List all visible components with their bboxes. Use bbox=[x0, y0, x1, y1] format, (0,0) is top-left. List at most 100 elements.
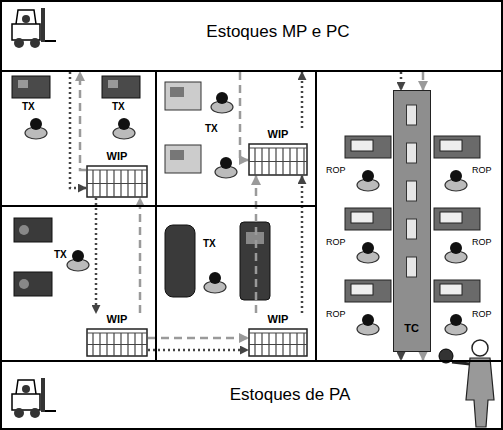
station-label: ROP bbox=[472, 237, 492, 247]
machine bbox=[170, 150, 184, 160]
bin-grid bbox=[249, 147, 307, 148]
bin-outline bbox=[87, 166, 147, 197]
machine bbox=[14, 218, 52, 242]
station-label: ROP bbox=[326, 165, 346, 175]
machine bbox=[12, 76, 50, 98]
machine bbox=[14, 272, 52, 296]
machine bbox=[165, 82, 201, 110]
stock-label: Estoques MP e PC bbox=[206, 22, 349, 42]
plant-illustration bbox=[12, 378, 56, 418]
conveyor: TC bbox=[393, 90, 431, 352]
stock-band: Estoques de PA bbox=[0, 360, 503, 430]
plant-illustration bbox=[25, 118, 47, 139]
material-flow-arrow bbox=[70, 72, 86, 188]
station-label: TX bbox=[203, 238, 216, 250]
station-label: ROP bbox=[472, 309, 492, 319]
wip-bin: WIP bbox=[248, 313, 308, 357]
conveyor-item bbox=[407, 143, 417, 163]
bin-grid bbox=[249, 161, 307, 162]
return-flow-arrow bbox=[255, 176, 258, 313]
assembly-cell: TCROPROPROPROPROPROP bbox=[315, 70, 503, 362]
machine bbox=[19, 279, 29, 289]
conveyor-item bbox=[407, 105, 417, 125]
machine bbox=[102, 76, 140, 98]
bin-grid bbox=[87, 332, 147, 333]
station-label: TX bbox=[205, 123, 218, 135]
return-flow-arrow bbox=[139, 198, 142, 313]
plant-illustration bbox=[445, 170, 467, 191]
station-label: WIP bbox=[107, 313, 128, 326]
machine bbox=[165, 82, 201, 173]
plant-illustration bbox=[113, 118, 135, 139]
plant-illustration bbox=[434, 208, 480, 230]
machine bbox=[18, 80, 28, 88]
inspector-figure bbox=[472, 340, 488, 356]
plant-illustration bbox=[445, 314, 467, 335]
station-label: ROP bbox=[326, 237, 346, 247]
plant-illustration bbox=[67, 250, 89, 271]
material-flow-arrow bbox=[400, 352, 403, 360]
bin-outline bbox=[249, 144, 307, 175]
bin-outline bbox=[87, 329, 147, 356]
conveyor-drawing bbox=[394, 91, 429, 353]
station-label: WIP bbox=[268, 313, 289, 326]
return-flow-arrow bbox=[80, 72, 86, 170]
plant-illustration bbox=[357, 242, 379, 263]
bin-grid bbox=[87, 183, 147, 184]
plant-illustration bbox=[345, 280, 391, 302]
conveyor-item bbox=[407, 257, 417, 277]
bin-grid bbox=[249, 332, 307, 333]
plant-illustration bbox=[445, 242, 467, 263]
machine bbox=[165, 225, 195, 297]
conveyor-item bbox=[407, 181, 417, 201]
bin-grid bbox=[249, 344, 307, 345]
wip-bin: WIP bbox=[86, 150, 148, 198]
machine bbox=[19, 225, 29, 235]
plant-illustration bbox=[357, 170, 379, 191]
station-label: WIP bbox=[268, 128, 289, 141]
material-flow-arrow bbox=[148, 349, 248, 352]
station-label: TX bbox=[22, 101, 35, 113]
machine bbox=[165, 222, 270, 300]
plant-illustration bbox=[345, 208, 391, 230]
machine bbox=[14, 218, 52, 296]
bin-grid bbox=[87, 344, 147, 345]
return-flow-arrow bbox=[240, 72, 248, 160]
station-label: TX bbox=[54, 249, 67, 261]
machine bbox=[170, 87, 184, 97]
material-flow-arrow bbox=[95, 198, 98, 313]
plant-illustration bbox=[204, 272, 226, 293]
inspector-figure bbox=[452, 362, 470, 364]
machine bbox=[108, 80, 118, 88]
plant-illustration bbox=[434, 280, 480, 302]
material-flow-arrow bbox=[400, 72, 403, 90]
work-cell: WIP TX bbox=[0, 205, 157, 362]
machine bbox=[12, 76, 140, 98]
plant-illustration bbox=[434, 136, 480, 158]
material-flow-arrow bbox=[301, 72, 304, 128]
plant-illustration bbox=[12, 8, 56, 48]
bin-outline bbox=[249, 329, 307, 356]
work-cell: WIP TX bbox=[155, 205, 317, 362]
flow-arrows bbox=[70, 72, 423, 360]
wip-bin: WIP bbox=[86, 313, 148, 357]
work-cell: WIP TX TX bbox=[0, 70, 157, 207]
work-cell: WIP TX bbox=[155, 70, 317, 207]
station-label: ROP bbox=[326, 309, 346, 319]
inspector-figure bbox=[439, 340, 494, 427]
machine bbox=[165, 145, 201, 173]
plant-illustration bbox=[211, 92, 233, 113]
plant-illustration bbox=[357, 314, 379, 335]
bin-grid bbox=[87, 169, 147, 170]
wip-bin: WIP bbox=[248, 128, 308, 176]
stock-band: Estoques MP e PC bbox=[0, 0, 503, 72]
station-label: WIP bbox=[107, 150, 128, 163]
return-flow-arrow bbox=[148, 337, 248, 340]
plant-illustration bbox=[345, 136, 391, 158]
stock-label: Estoques de PA bbox=[230, 385, 351, 405]
station-label: TX bbox=[112, 101, 125, 113]
station-label: TC bbox=[404, 322, 419, 335]
return-flow-arrow bbox=[422, 72, 425, 90]
conveyor-item bbox=[407, 219, 417, 239]
